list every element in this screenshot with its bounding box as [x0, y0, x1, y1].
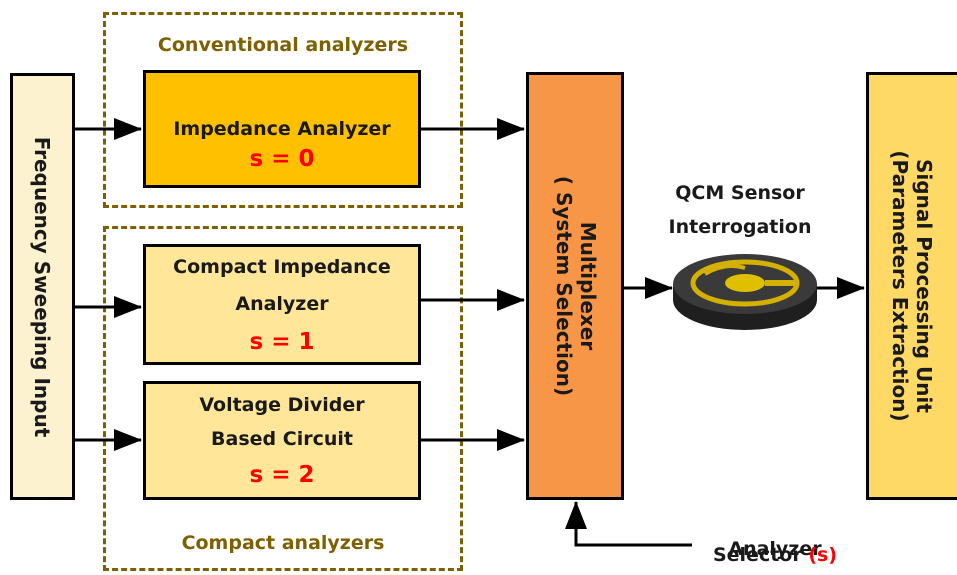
frequency-sweeping-input-block	[10, 73, 75, 500]
conventional-analyzers-group	[103, 12, 463, 208]
analyzer-selector-symbol: (s)	[808, 544, 838, 566]
voltage-divider-circuit-line2: Based Circuit	[211, 428, 353, 450]
analyzer-selector-label-line2: Selector (s)	[700, 544, 850, 566]
voltage-divider-circuit-block	[143, 381, 421, 500]
compact-impedance-analyzer-block	[143, 244, 421, 365]
compact-impedance-analyzer-line2: Analyzer	[235, 293, 329, 315]
impedance-analyzer-select-value: s = 0	[249, 146, 315, 172]
impedance-analyzer-label: Impedance Analyzer	[173, 118, 391, 140]
analyzer-selector-word: Selector	[712, 544, 802, 566]
analyzer-selector-label-line1: Analyzer	[728, 538, 822, 560]
impedance-analyzer-block	[143, 70, 421, 188]
qcm-sensor-icon	[673, 254, 817, 330]
voltage-divider-circuit-select-value: s = 2	[249, 462, 315, 488]
compact-analyzers-group	[103, 226, 463, 571]
qcm-sensor-label-line1: QCM Sensor	[675, 182, 805, 204]
arrow-selector-to-mux	[565, 501, 692, 547]
signal-processing-unit-block	[866, 72, 957, 500]
compact-impedance-analyzer-select-value: s = 1	[249, 329, 315, 355]
conventional-analyzers-label: Conventional analyzers	[157, 34, 409, 56]
qcm-sensor-label-line2: Interrogation	[668, 216, 812, 238]
compact-impedance-analyzer-line1: Compact Impedance	[173, 256, 391, 278]
voltage-divider-circuit-line1: Voltage Divider	[199, 394, 365, 416]
multiplexer-block	[526, 72, 624, 500]
compact-analyzers-label: Compact analyzers	[181, 532, 385, 554]
